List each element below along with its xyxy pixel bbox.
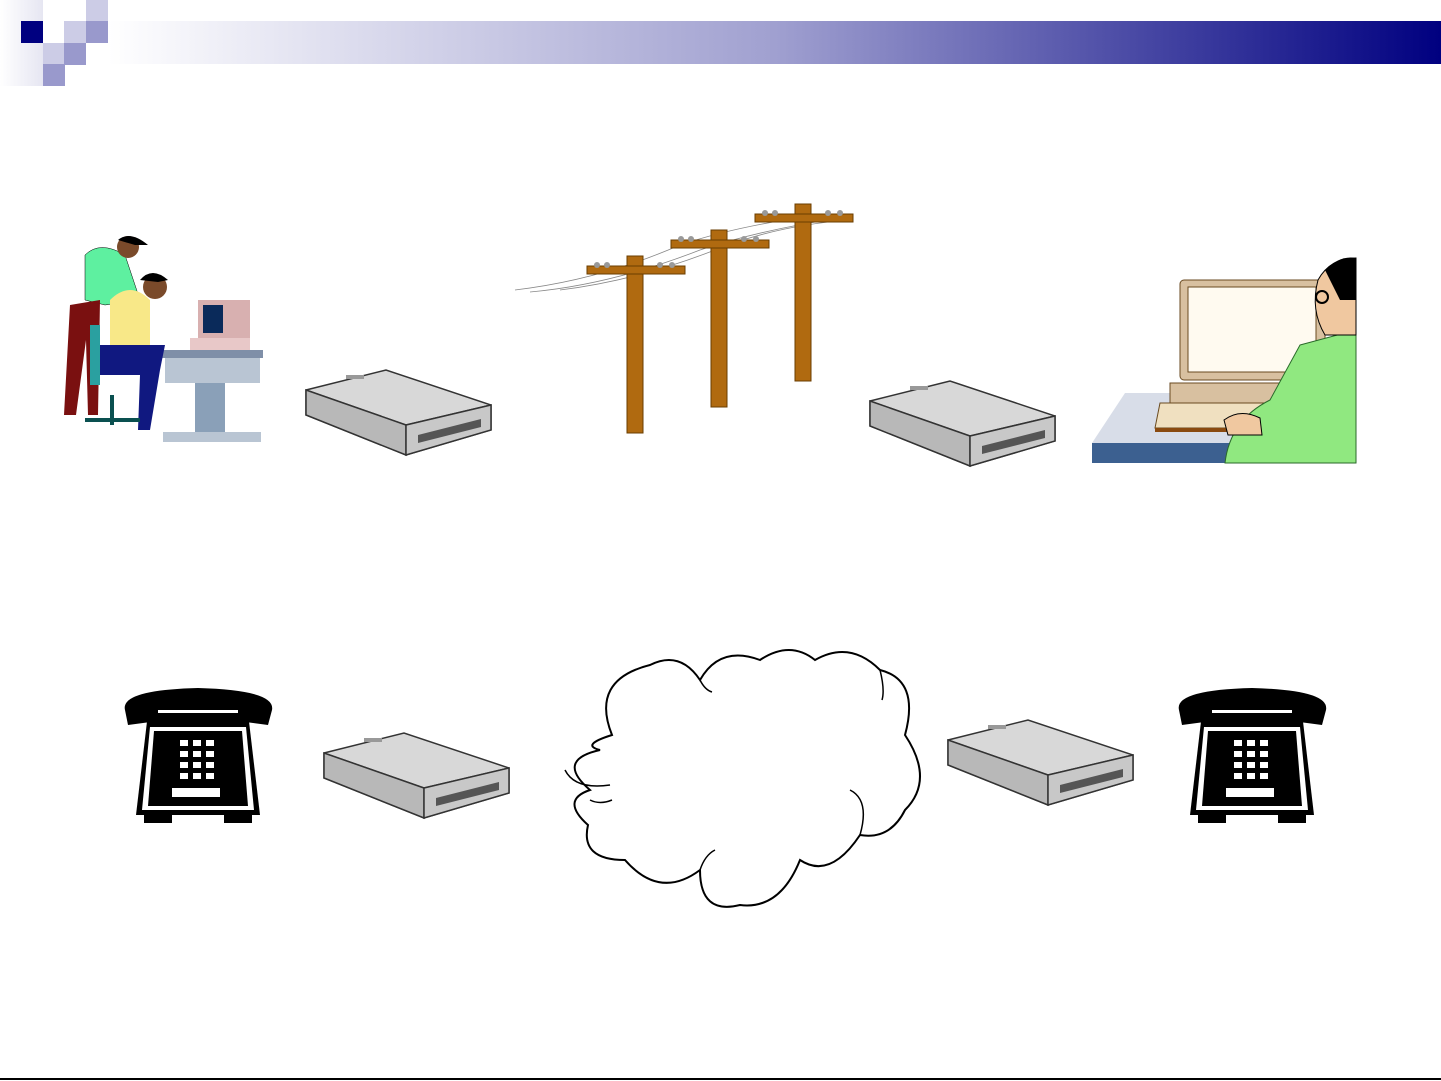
header-square <box>86 0 108 22</box>
man-at-computer-clipart <box>1092 257 1357 464</box>
modem-top-left <box>305 369 492 456</box>
header-fade <box>0 0 43 86</box>
header-banner-fill <box>108 21 1441 64</box>
slide-bottom-line <box>0 1078 1441 1080</box>
header-square <box>43 43 65 65</box>
modem-bottom-right <box>947 719 1134 806</box>
people-at-computer-clipart <box>64 236 263 442</box>
network-cloud <box>573 649 921 908</box>
telephone-right <box>1178 688 1327 823</box>
header-square <box>64 21 86 43</box>
telephone-poles-clipart <box>514 203 854 434</box>
modem-top-right <box>869 380 1056 467</box>
header-square <box>64 43 86 65</box>
modem-bottom-left <box>323 732 510 819</box>
telephone-left <box>124 688 273 823</box>
header-square <box>43 64 65 86</box>
header-square <box>86 21 108 43</box>
header-square-dark <box>21 21 43 43</box>
